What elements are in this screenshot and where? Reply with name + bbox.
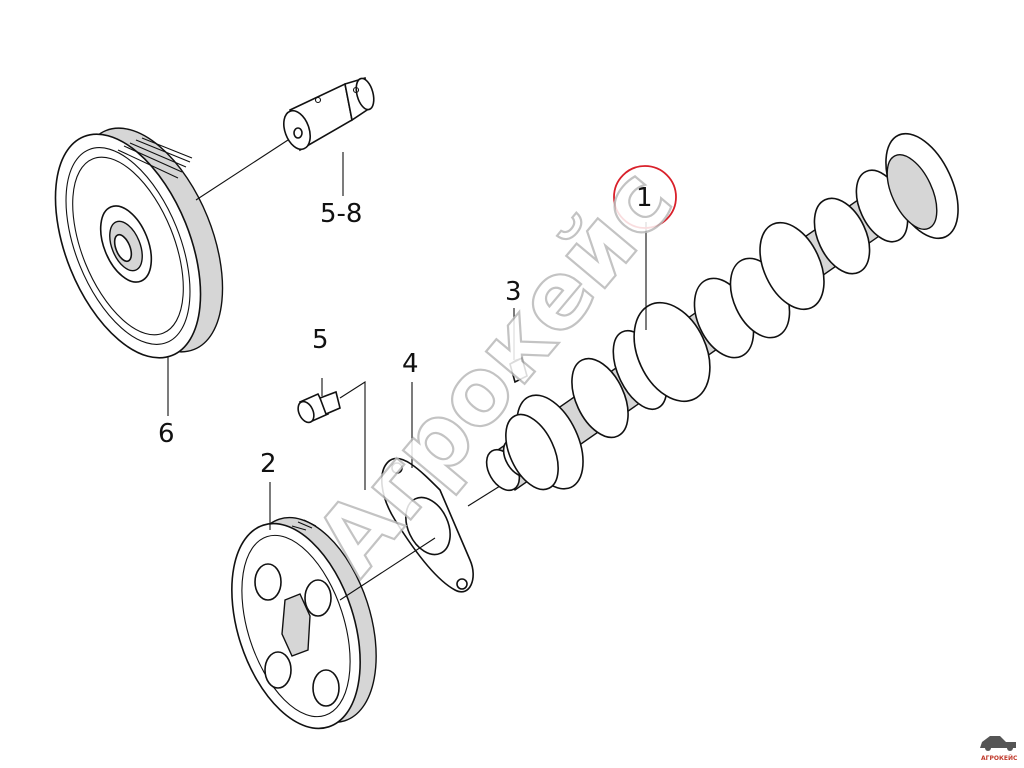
part-3-key [509,356,528,384]
highlight-circle [613,165,677,229]
callout-5-8: 5-8 [320,199,362,229]
part-4-thrust-plate [381,457,474,593]
part-5-bolt [297,390,341,424]
leader-bushing-gear [195,139,289,201]
callout-5: 5 [312,325,329,355]
leader-plate-shaft [467,485,501,507]
brand-logo: АГРОКЕЙС [980,736,1018,762]
part-5-8-bushing [283,76,375,152]
callout-3: 3 [505,277,522,307]
part-2-small-gear [231,516,377,730]
callout-6: 6 [158,419,175,449]
callout-1: 1 [636,183,653,213]
part-6-large-gear [54,127,224,359]
part-1-camshaft [485,132,959,492]
callout-2: 2 [260,449,277,479]
leader-bolt [339,380,366,490]
callout-4: 4 [402,349,419,379]
leader-gear2-plate [339,537,436,601]
logo-text: АГРОКЕЙС [981,754,1018,762]
